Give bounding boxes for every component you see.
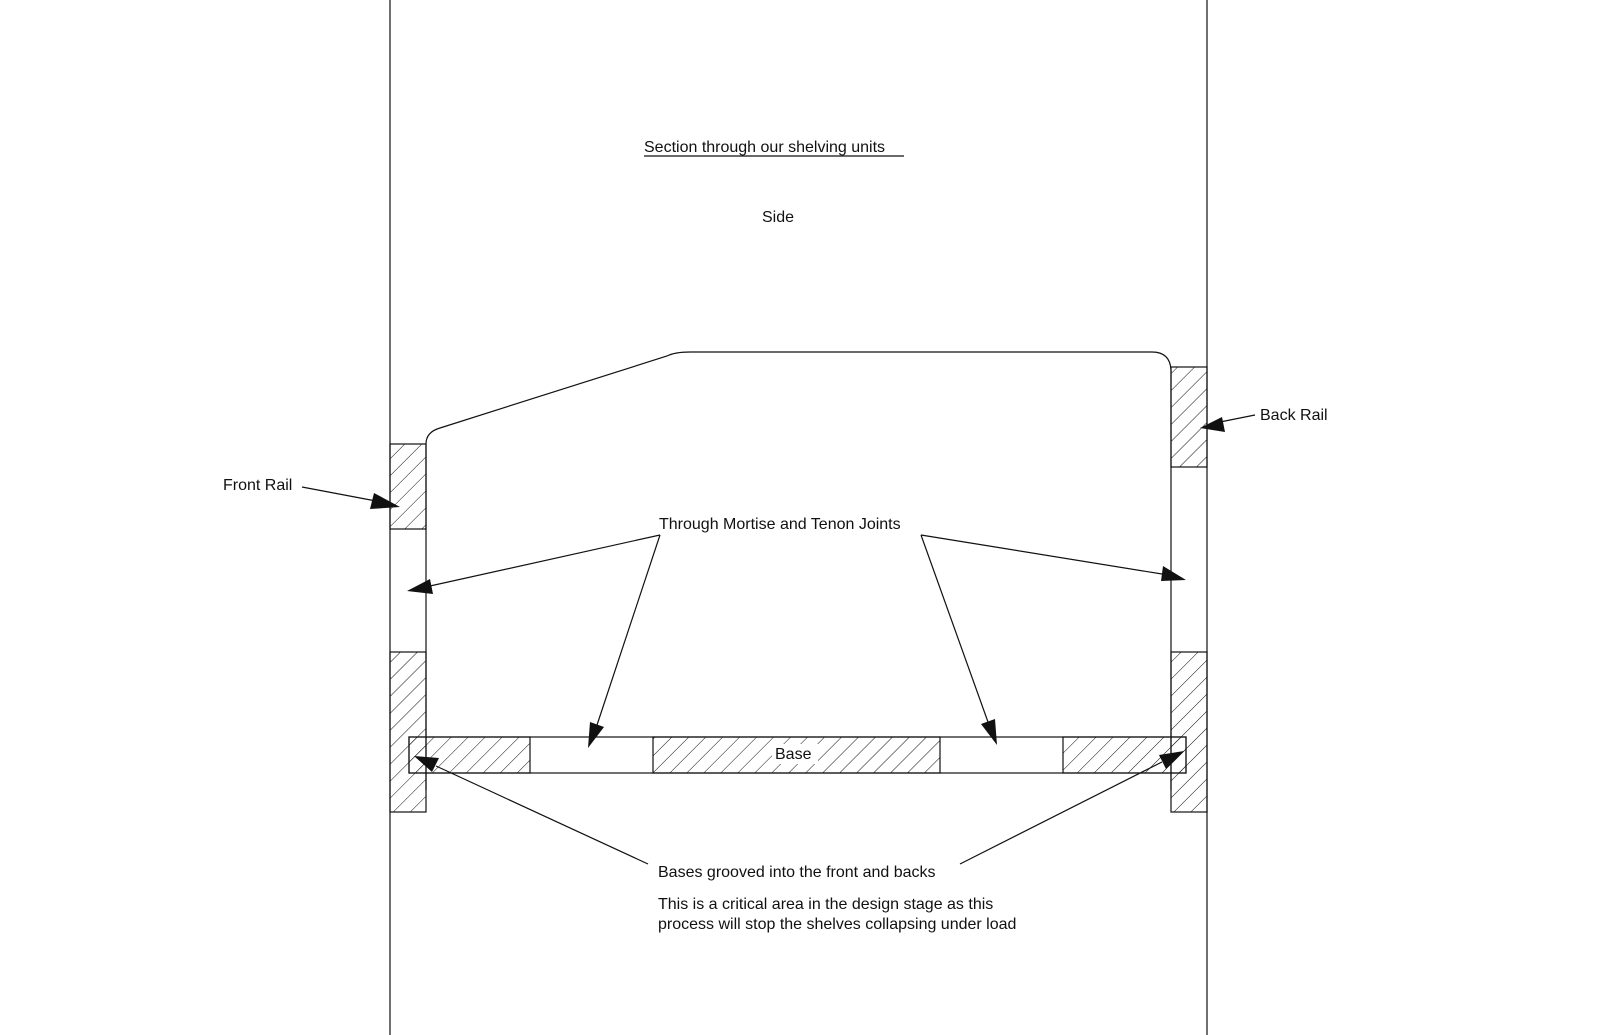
joint-arrowhead-left-upper [407, 579, 433, 594]
back-lower-rail-section [1170, 651, 1208, 813]
base-label: Base [775, 746, 812, 763]
front-lower-rail-section [389, 651, 427, 813]
grooved-arrowhead-left [414, 756, 439, 772]
back-rail-leader [1219, 414, 1256, 423]
front-rail-arrowhead [370, 493, 400, 509]
joint-leader-left-upper [429, 534, 661, 587]
back-rail-arrowhead [1200, 417, 1225, 432]
joint-leader-left-lower [596, 534, 661, 726]
drawing-title: Section through our shelving units [644, 139, 885, 156]
joint-arrowhead-left-lower [588, 722, 604, 748]
grooved-arrowhead-right [1159, 751, 1184, 769]
base-label-bg [772, 744, 818, 764]
back-rail-label: Back Rail [1260, 407, 1328, 424]
grooved-leader-left [435, 765, 649, 865]
front-rail-section [389, 443, 427, 530]
grooved-label: Bases grooved into the front and backs [658, 864, 936, 881]
grooved-leader-right [959, 761, 1163, 865]
side-label: Side [762, 209, 794, 226]
joint-leader-right-lower [920, 534, 989, 723]
back-rail-section [1170, 366, 1208, 468]
joint-arrowhead-right-lower [981, 719, 997, 745]
note-line-1: This is a critical area in the design st… [658, 896, 993, 913]
note-line-2: process will stop the shelves collapsing… [658, 916, 1016, 933]
front-rail-label: Front Rail [223, 477, 292, 494]
shelf-profile [425, 351, 1172, 790]
joint-leader-right-upper [920, 534, 1163, 575]
front-rail-leader [301, 486, 377, 502]
joint-arrowhead-right-upper [1161, 566, 1186, 581]
joints-label: Through Mortise and Tenon Joints [659, 516, 901, 533]
